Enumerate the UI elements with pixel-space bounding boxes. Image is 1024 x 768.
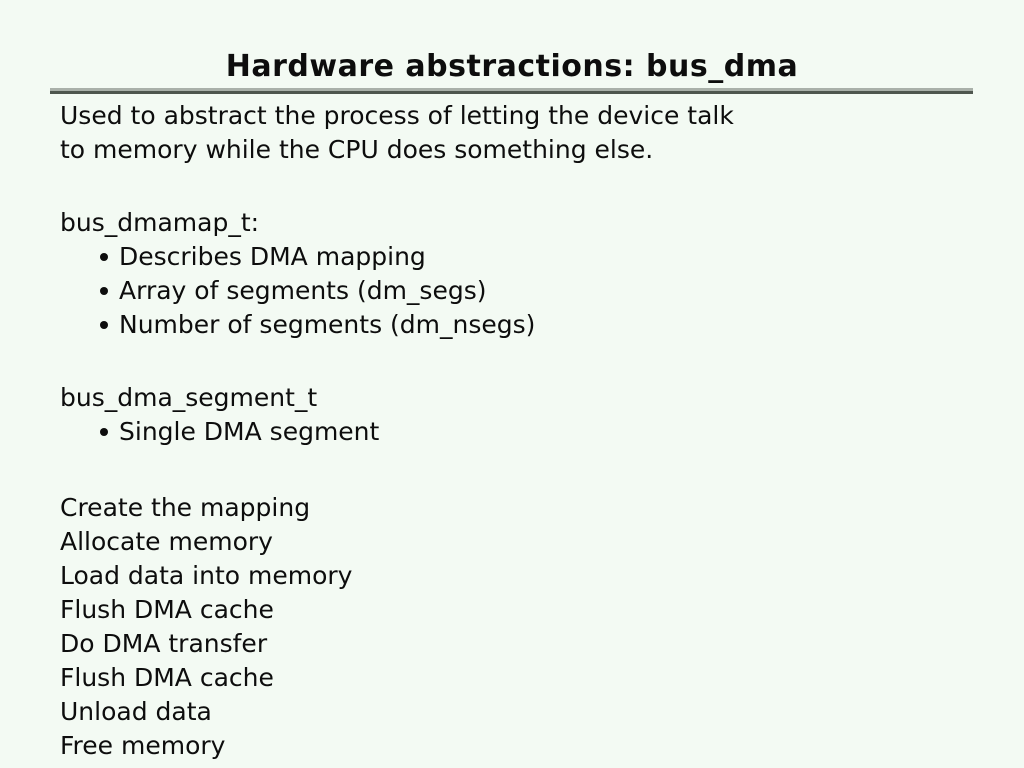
- section-heading-bus-dmamap-t: bus_dmamap_t:: [60, 208, 260, 237]
- step-load-data: Load data into memory: [60, 561, 353, 590]
- bullet-item-label: Array of segments (dm_segs): [119, 276, 487, 305]
- intro-line-1: Used to abstract the process of letting …: [60, 101, 734, 130]
- bullet-item-describes-dma-mapping: Describes DMA mapping: [60, 240, 994, 274]
- bullet-item-array-of-segments: Array of segments (dm_segs): [60, 274, 994, 308]
- bullet-item-label: Number of segments (dm_nsegs): [119, 310, 536, 339]
- title-divider-rule: [50, 88, 973, 94]
- bullet-item-label: Single DMA segment: [119, 417, 380, 446]
- step-create-mapping: Create the mapping: [60, 493, 311, 522]
- step-do-dma-transfer: Do DMA transfer: [60, 629, 268, 658]
- step-flush-dma-cache-1: Flush DMA cache: [60, 595, 274, 624]
- bullet-icon: [100, 428, 108, 436]
- bullet-icon: [100, 253, 108, 261]
- steps-list: Create the mapping Allocate memory Load …: [60, 491, 994, 763]
- step-unload-data: Unload data: [60, 697, 212, 726]
- bullet-icon: [100, 287, 108, 295]
- slide-body: Used to abstract the process of letting …: [60, 99, 994, 763]
- step-free-memory: Free memory: [60, 731, 226, 760]
- slide-title: Hardware abstractions: bus_dma: [225, 49, 799, 84]
- step-flush-dma-cache-2: Flush DMA cache: [60, 663, 274, 692]
- bullet-item-number-of-segments: Number of segments (dm_nsegs): [60, 308, 994, 342]
- bullet-item-single-dma-segment: Single DMA segment: [60, 415, 994, 449]
- section-heading-bus-dma-segment-t: bus_dma_segment_t: [60, 383, 318, 412]
- bullet-item-label: Describes DMA mapping: [119, 242, 426, 271]
- intro-line-2: to memory while the CPU does something e…: [60, 135, 654, 164]
- step-allocate-memory: Allocate memory: [60, 527, 273, 556]
- bullet-icon: [100, 321, 108, 329]
